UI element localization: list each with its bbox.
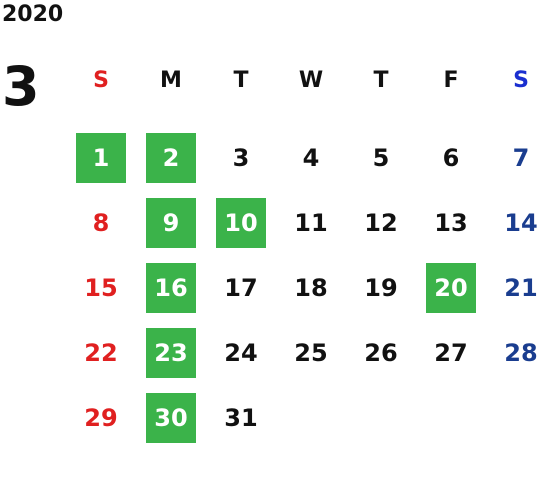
day-number: 10 <box>216 197 266 248</box>
day-cell[interactable]: 6 <box>416 125 486 190</box>
day-cell[interactable]: 14 <box>486 190 548 255</box>
day-number: 6 <box>442 143 460 172</box>
day-cell[interactable]: 22 <box>66 320 136 385</box>
day-number: 28 <box>504 338 538 367</box>
highlighted-day-cell[interactable]: 16 <box>136 255 206 320</box>
highlighted-day-cell[interactable]: 20 <box>416 255 486 320</box>
day-cell[interactable]: 27 <box>416 320 486 385</box>
day-cell[interactable]: 25 <box>276 320 346 385</box>
day-number: 14 <box>504 208 538 237</box>
year-label: 2020 <box>2 2 64 27</box>
day-cell[interactable]: 26 <box>346 320 416 385</box>
day-number: 2 <box>146 132 196 183</box>
highlighted-day-cell[interactable]: 30 <box>136 385 206 450</box>
day-number: 20 <box>426 262 476 313</box>
day-number: 22 <box>84 338 118 367</box>
day-cell[interactable]: 4 <box>276 125 346 190</box>
day-number: 31 <box>224 403 258 432</box>
day-number: 16 <box>146 262 196 313</box>
day-number: 9 <box>146 197 196 248</box>
day-cell[interactable]: 12 <box>346 190 416 255</box>
day-number: 7 <box>512 143 530 172</box>
weekday-header: M <box>160 68 182 93</box>
day-number: 18 <box>294 273 328 302</box>
day-cell[interactable]: 7 <box>486 125 548 190</box>
day-number: 19 <box>364 273 398 302</box>
weekday-header: S <box>513 68 529 93</box>
day-cell[interactable]: 15 <box>66 255 136 320</box>
highlighted-day-cell[interactable]: 2 <box>136 125 206 190</box>
day-number: 17 <box>224 273 258 302</box>
day-cell[interactable]: 24 <box>206 320 276 385</box>
day-cell[interactable]: 19 <box>346 255 416 320</box>
highlighted-day-cell[interactable]: 9 <box>136 190 206 255</box>
day-number: 5 <box>372 143 390 172</box>
day-cell[interactable]: 5 <box>346 125 416 190</box>
day-number: 27 <box>434 338 468 367</box>
day-number: 1 <box>76 132 126 183</box>
day-number: 26 <box>364 338 398 367</box>
weekday-header: T <box>233 68 249 93</box>
day-cell[interactable]: 18 <box>276 255 346 320</box>
day-number: 25 <box>294 338 328 367</box>
day-number: 4 <box>302 143 320 172</box>
weekday-header: W <box>298 68 324 93</box>
day-cell[interactable]: 8 <box>66 190 136 255</box>
day-number: 30 <box>146 392 196 443</box>
day-number: 12 <box>364 208 398 237</box>
day-cell[interactable]: 29 <box>66 385 136 450</box>
weekday-header: S <box>93 68 109 93</box>
day-cell[interactable]: 28 <box>486 320 548 385</box>
day-cell[interactable]: 31 <box>206 385 276 450</box>
day-cell[interactable]: 13 <box>416 190 486 255</box>
highlighted-day-cell[interactable]: 10 <box>206 190 276 255</box>
day-number: 13 <box>434 208 468 237</box>
day-number: 21 <box>504 273 538 302</box>
highlighted-day-cell[interactable]: 23 <box>136 320 206 385</box>
day-cell[interactable]: 21 <box>486 255 548 320</box>
day-number: 15 <box>84 273 118 302</box>
month-number: 3 <box>2 55 40 118</box>
day-cell[interactable]: 17 <box>206 255 276 320</box>
weekday-header: F <box>443 68 459 93</box>
day-number: 8 <box>92 208 110 237</box>
highlighted-day-cell[interactable]: 1 <box>66 125 136 190</box>
day-cell[interactable]: 3 <box>206 125 276 190</box>
day-cell[interactable]: 11 <box>276 190 346 255</box>
day-number: 3 <box>232 143 250 172</box>
day-number: 23 <box>146 327 196 378</box>
day-number: 29 <box>84 403 118 432</box>
day-number: 11 <box>294 208 328 237</box>
day-number: 24 <box>224 338 258 367</box>
weekday-header: T <box>373 68 389 93</box>
